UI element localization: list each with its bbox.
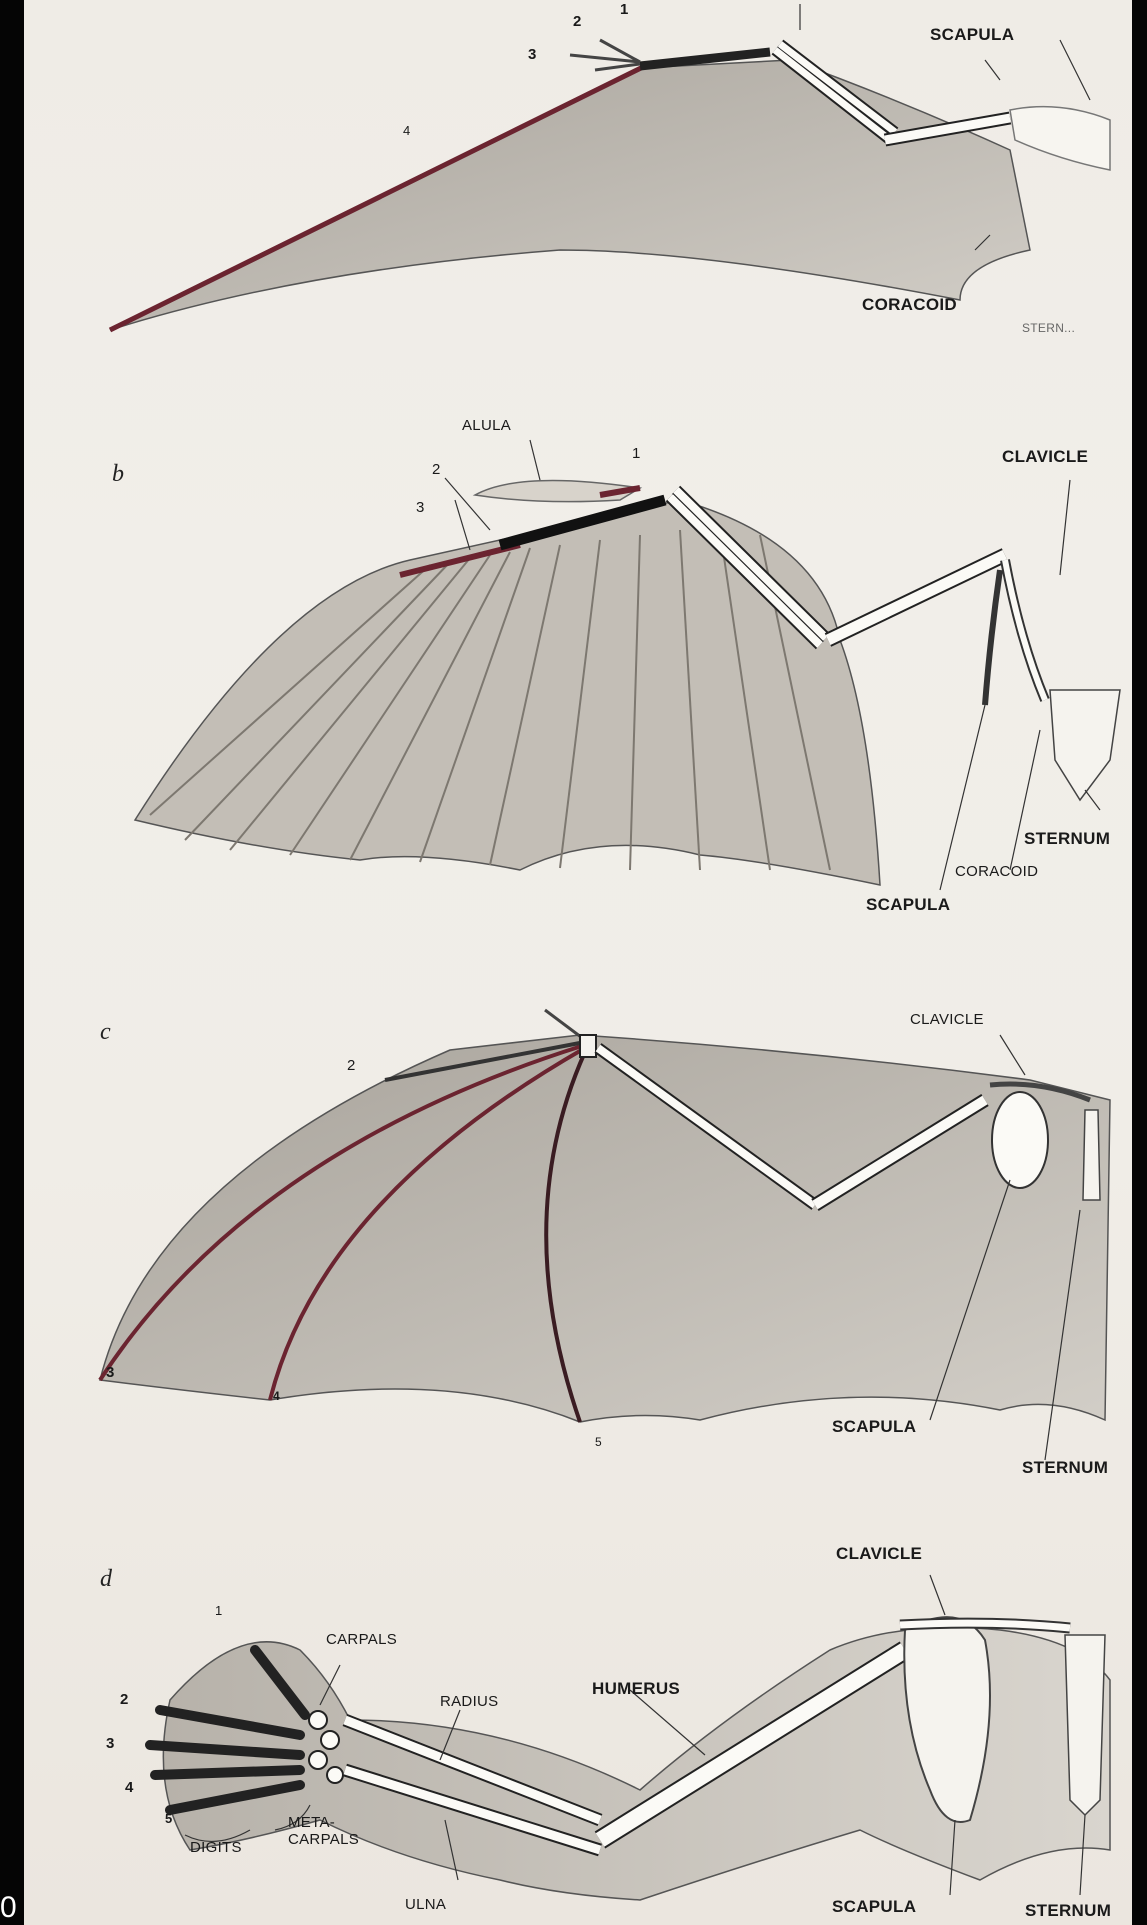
bird-label-scapula: SCAPULA bbox=[866, 896, 950, 913]
bat-digit-label-2: 2 bbox=[347, 1058, 356, 1073]
bird-sternum bbox=[1050, 690, 1120, 800]
bat-label-scapula: SCAPULA bbox=[832, 1418, 916, 1435]
bat-scapula bbox=[992, 1092, 1048, 1188]
bat-sternum bbox=[1083, 1110, 1100, 1200]
human-label-scapula: SCAPULA bbox=[832, 1898, 916, 1915]
bird-wing-figure bbox=[135, 440, 1120, 890]
bird-label-alula: ALULA bbox=[462, 418, 511, 433]
human-digit-label-1: 1 bbox=[215, 1604, 223, 1617]
panel-letter-c: c bbox=[100, 1020, 111, 1044]
pterosaur-digit-label-1: 1 bbox=[620, 2, 629, 17]
bird-digit-label-2: 2 bbox=[432, 462, 441, 477]
panel-letter-d: d bbox=[100, 1567, 112, 1591]
pterosaur-label-sternum: STERN... bbox=[1022, 322, 1075, 334]
pterosaur-digit-label-4: 4 bbox=[403, 124, 411, 137]
human-digit-label-5: 5 bbox=[165, 1812, 173, 1825]
human-label-radius: RADIUS bbox=[440, 1694, 498, 1709]
bat-wing-figure bbox=[100, 1010, 1110, 1460]
human-label-metacarpals: META- CARPALS bbox=[288, 1814, 359, 1849]
bat-carpals bbox=[580, 1035, 596, 1057]
bat-label-sternum: STERNUM bbox=[1022, 1459, 1108, 1476]
bird-scapula bbox=[985, 570, 1000, 705]
bat-digit-label-3: 3 bbox=[106, 1365, 115, 1380]
bird-humerus-fill bbox=[828, 555, 1005, 640]
human-digit-label-3: 3 bbox=[106, 1736, 115, 1751]
bat-label-clavicle: CLAVICLE bbox=[910, 1012, 984, 1027]
pterosaur-digit-label-2: 2 bbox=[573, 14, 582, 29]
pterosaur-fingers bbox=[570, 40, 640, 70]
bat-digit-label-5: 5 bbox=[595, 1436, 602, 1448]
bird-label-sternum: STERNUM bbox=[1024, 830, 1110, 847]
bird-digit-label-1: 1 bbox=[632, 446, 641, 461]
human-label-humerus: HUMERUS bbox=[592, 1680, 680, 1697]
panel-letter-b: b bbox=[112, 462, 124, 486]
human-label-ulna: ULNA bbox=[405, 1897, 446, 1912]
human-label-clavicle: CLAVICLE bbox=[836, 1545, 922, 1562]
human-digit-label-2: 2 bbox=[120, 1692, 129, 1707]
pterosaur-label-scapula: SCAPULA bbox=[930, 26, 1014, 43]
bird-label-coracoid: CORACOID bbox=[955, 864, 1038, 879]
human-label-digits: DIGITS bbox=[190, 1840, 242, 1855]
pterosaur-wing-figure bbox=[110, 4, 1110, 330]
pterosaur-label-coracoid: CORACOID bbox=[862, 296, 957, 313]
bat-wing-membrane bbox=[100, 1035, 1110, 1422]
pterosaur-digit-label-3: 3 bbox=[528, 47, 537, 62]
corner-number: 0 bbox=[0, 1893, 17, 1923]
human-arm-figure bbox=[150, 1575, 1110, 1900]
bat-digit-label-4: 4 bbox=[273, 1390, 280, 1402]
human-label-carpals: CARPALS bbox=[326, 1632, 397, 1647]
human-digit-label-4: 4 bbox=[125, 1780, 134, 1795]
bird-label-clavicle: CLAVICLE bbox=[1002, 448, 1088, 465]
pterosaur-shoulder bbox=[1010, 107, 1110, 170]
bird-digit-label-3: 3 bbox=[416, 500, 425, 515]
human-sternum bbox=[1065, 1635, 1105, 1815]
human-label-sternum: STERNUM bbox=[1025, 1902, 1111, 1919]
